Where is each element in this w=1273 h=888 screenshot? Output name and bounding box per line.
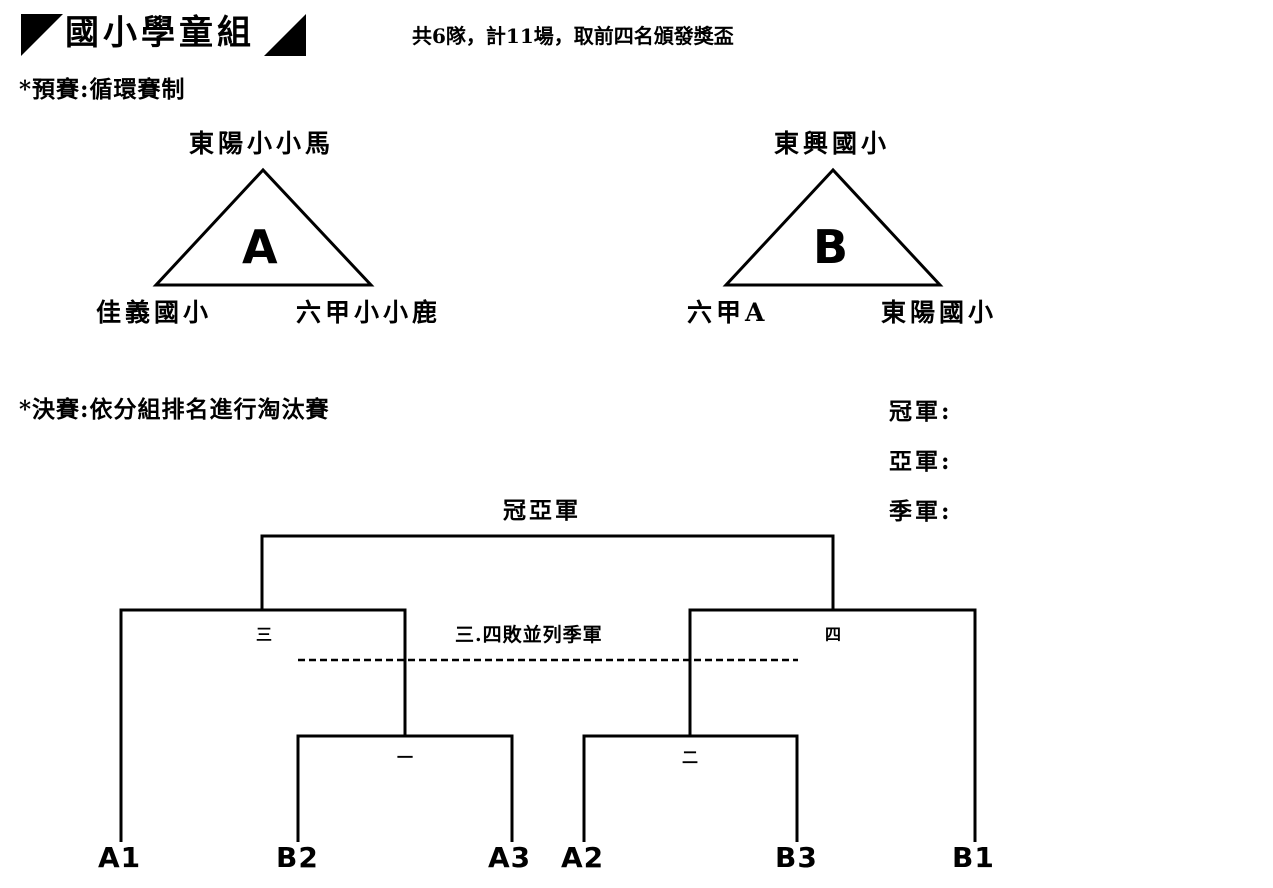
bracket-semi-4-line bbox=[688, 608, 977, 842]
group-a-top-team: 東陽小小馬 bbox=[189, 129, 335, 158]
champion-label: 冠軍: bbox=[889, 398, 953, 425]
page-title: 國小學童組 bbox=[65, 13, 255, 53]
prelim-heading: *預賽:循環賽制 bbox=[19, 76, 186, 103]
seed-a3: A3 bbox=[488, 841, 532, 874]
group-b-triangle bbox=[722, 167, 944, 287]
third-place-label: 季軍: bbox=[889, 498, 953, 525]
bracket-round-2-line bbox=[582, 734, 799, 842]
group-a-right-team: 六甲小小鹿 bbox=[296, 298, 442, 327]
group-a-label: A bbox=[242, 220, 278, 274]
third-place-note: 三.四敗並列季軍 bbox=[455, 624, 603, 646]
seed-a1: A1 bbox=[98, 841, 142, 874]
final-match-label: 冠亞軍 bbox=[503, 497, 581, 524]
round-3-label: 三 bbox=[256, 625, 273, 644]
seed-b1: B1 bbox=[952, 841, 995, 874]
title-left-triangle bbox=[21, 14, 63, 56]
bracket-semi-3-line bbox=[119, 608, 407, 842]
finals-heading: *決賽:依分組排名進行淘汰賽 bbox=[19, 396, 330, 423]
group-a-left-team: 佳義國小 bbox=[96, 298, 213, 327]
round-1-label: 一 bbox=[397, 748, 414, 767]
seed-b3: B3 bbox=[775, 841, 818, 874]
round-2-label: 二 bbox=[682, 748, 699, 767]
group-b-right-team: 東陽國小 bbox=[881, 298, 998, 327]
tournament-summary: 共6隊，計11場，取前四名頒發獎盃 bbox=[412, 24, 734, 48]
bracket-round-1-line bbox=[296, 734, 514, 842]
group-a-triangle bbox=[152, 167, 375, 287]
seed-a2: A2 bbox=[561, 841, 605, 874]
group-b-top-team: 東興國小 bbox=[774, 129, 891, 158]
bracket-final-line bbox=[260, 534, 835, 610]
seed-b2: B2 bbox=[276, 841, 319, 874]
round-4-label: 四 bbox=[825, 625, 842, 644]
group-b-label: B bbox=[813, 220, 849, 274]
group-b-left-team: 六甲A bbox=[687, 298, 769, 327]
title-right-triangle bbox=[264, 14, 306, 56]
runner-up-label: 亞軍: bbox=[889, 448, 953, 475]
